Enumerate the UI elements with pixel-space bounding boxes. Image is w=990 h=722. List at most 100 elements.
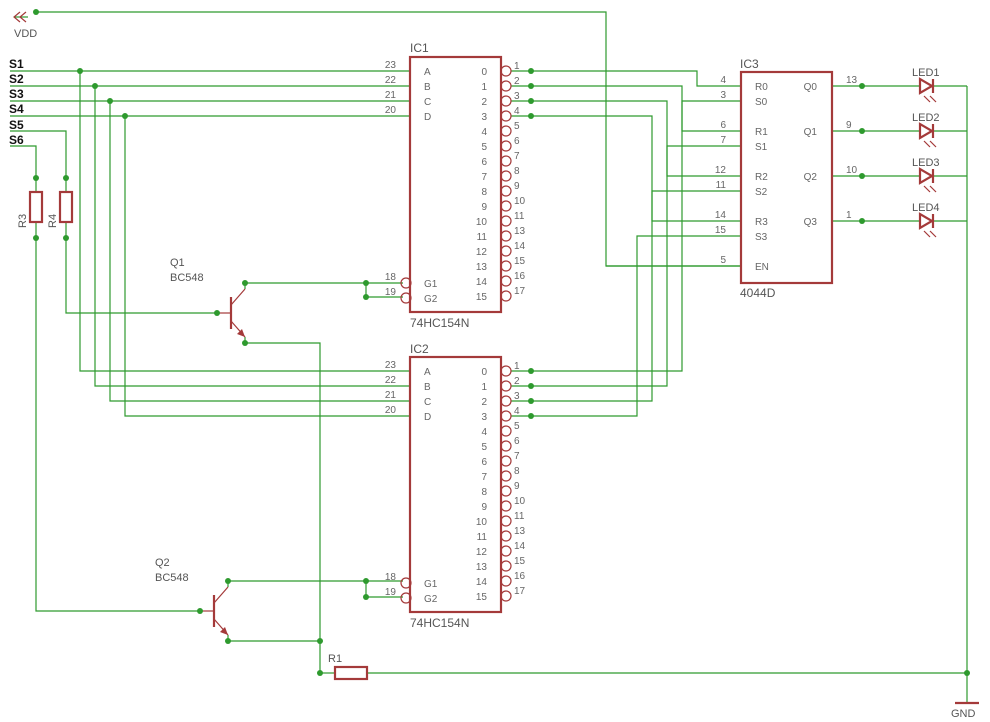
pin-name: R1 bbox=[755, 127, 768, 138]
pin-name: 9 bbox=[481, 202, 487, 213]
gnd-label: GND bbox=[951, 708, 976, 720]
pin-number: 14 bbox=[514, 241, 526, 252]
pin-number: 15 bbox=[514, 256, 526, 267]
inverter-bubble bbox=[500, 95, 512, 107]
inverter-bubble bbox=[400, 292, 412, 304]
pin-number: 7 bbox=[720, 135, 726, 146]
junction-dot bbox=[33, 235, 39, 241]
led-ray bbox=[923, 95, 931, 103]
pin-name: 4 bbox=[481, 427, 487, 438]
signal-s1: S1 bbox=[9, 57, 24, 71]
pin-number: 11 bbox=[716, 180, 727, 191]
wire-s1-ic2 bbox=[79, 71, 410, 372]
inverter-bubble bbox=[500, 185, 512, 197]
signal-s3: S3 bbox=[9, 87, 24, 101]
junction-dot bbox=[528, 383, 534, 389]
ic2-value: 74HC154N bbox=[410, 616, 469, 630]
led4-label: LED4 bbox=[912, 202, 940, 214]
pin-number: 6 bbox=[514, 136, 520, 147]
pin-name: 14 bbox=[476, 277, 488, 288]
junction-dot bbox=[122, 113, 128, 119]
pin-name: 3 bbox=[481, 412, 487, 423]
inverter-bubble bbox=[500, 515, 512, 527]
pin-name: 9 bbox=[481, 502, 487, 513]
ic1-value: 74HC154N bbox=[410, 316, 469, 330]
wire-s2-ic2 bbox=[94, 86, 410, 387]
pin-number: 22 bbox=[385, 375, 397, 386]
pin-name: R2 bbox=[755, 172, 768, 183]
inverter-bubble bbox=[400, 277, 412, 289]
pin-name: 0 bbox=[481, 367, 487, 378]
pin-number: 9 bbox=[846, 120, 852, 131]
junction-dot bbox=[92, 83, 98, 89]
transistor-q1-collector bbox=[230, 288, 246, 306]
junction-dot bbox=[859, 173, 865, 179]
pin-name: G2 bbox=[424, 594, 438, 605]
junction-dot bbox=[33, 175, 39, 181]
pin-name: D bbox=[424, 112, 431, 123]
pin-name: 0 bbox=[481, 67, 487, 78]
wire-vdd-en bbox=[36, 11, 712, 267]
pin-number: 1 bbox=[846, 210, 852, 221]
wire-s4-ic2 bbox=[124, 116, 410, 417]
pin-number: 17 bbox=[514, 286, 526, 297]
inverter-bubble bbox=[500, 200, 512, 212]
pin-name: B bbox=[424, 82, 431, 93]
wire-ic2-ic3 bbox=[531, 190, 712, 402]
junction-dot bbox=[363, 280, 369, 286]
pin-name: 13 bbox=[476, 262, 488, 273]
inverter-bubble bbox=[500, 575, 512, 587]
pin-name: 5 bbox=[481, 142, 487, 153]
pin-number: 5 bbox=[720, 255, 726, 266]
junction-dot bbox=[33, 9, 39, 15]
pin-name: 8 bbox=[481, 487, 487, 498]
led-icon bbox=[918, 77, 935, 95]
signal-s6: S6 bbox=[9, 133, 24, 147]
pin-name: D bbox=[424, 412, 431, 423]
junction-dot bbox=[363, 578, 369, 584]
inverter-bubble bbox=[400, 577, 412, 589]
inverter-bubble bbox=[500, 290, 512, 302]
pin-name: A bbox=[424, 67, 431, 78]
pin-name: 10 bbox=[476, 217, 488, 228]
inverter-bubble bbox=[500, 590, 512, 602]
pin-name: 8 bbox=[481, 187, 487, 198]
junction-dot bbox=[528, 368, 534, 374]
resistor-r3 bbox=[28, 190, 44, 224]
inverter-bubble bbox=[500, 485, 512, 497]
pin-number: 22 bbox=[385, 75, 397, 86]
inverter-bubble bbox=[500, 65, 512, 77]
pin-number: 9 bbox=[514, 481, 520, 492]
inverter-bubble bbox=[500, 500, 512, 512]
inverter-bubble bbox=[500, 155, 512, 167]
pin-name: C bbox=[424, 397, 431, 408]
inverter-bubble bbox=[500, 80, 512, 92]
led-icon bbox=[918, 122, 935, 140]
inverter-bubble bbox=[500, 470, 512, 482]
pin-name: A bbox=[424, 367, 431, 378]
pin-number: 10 bbox=[514, 196, 526, 207]
junction-dot bbox=[528, 113, 534, 119]
inverter-bubble bbox=[500, 455, 512, 467]
wire-ic1-ic3 bbox=[531, 100, 712, 177]
wire-s6 bbox=[10, 145, 37, 178]
ic3-value: 4044D bbox=[740, 286, 776, 300]
pin-number: 10 bbox=[846, 165, 858, 176]
pin-name: 14 bbox=[476, 577, 488, 588]
q2-name: Q2 bbox=[155, 557, 170, 569]
junction-dot bbox=[859, 218, 865, 224]
pin-number: 6 bbox=[514, 436, 520, 447]
resistor-r4 bbox=[58, 190, 74, 224]
pin-name: Q3 bbox=[804, 217, 818, 228]
wire-q1-emitter bbox=[245, 342, 321, 673]
pin-number: 18 bbox=[385, 572, 397, 583]
inverter-bubble bbox=[500, 260, 512, 272]
pin-number: 9 bbox=[514, 181, 520, 192]
pin-name: Q1 bbox=[804, 127, 818, 138]
pin-name: S3 bbox=[755, 232, 768, 243]
pin-number: 21 bbox=[385, 90, 397, 101]
junction-dot bbox=[528, 98, 534, 104]
led-ray bbox=[929, 185, 937, 193]
junction-dot bbox=[197, 608, 203, 614]
